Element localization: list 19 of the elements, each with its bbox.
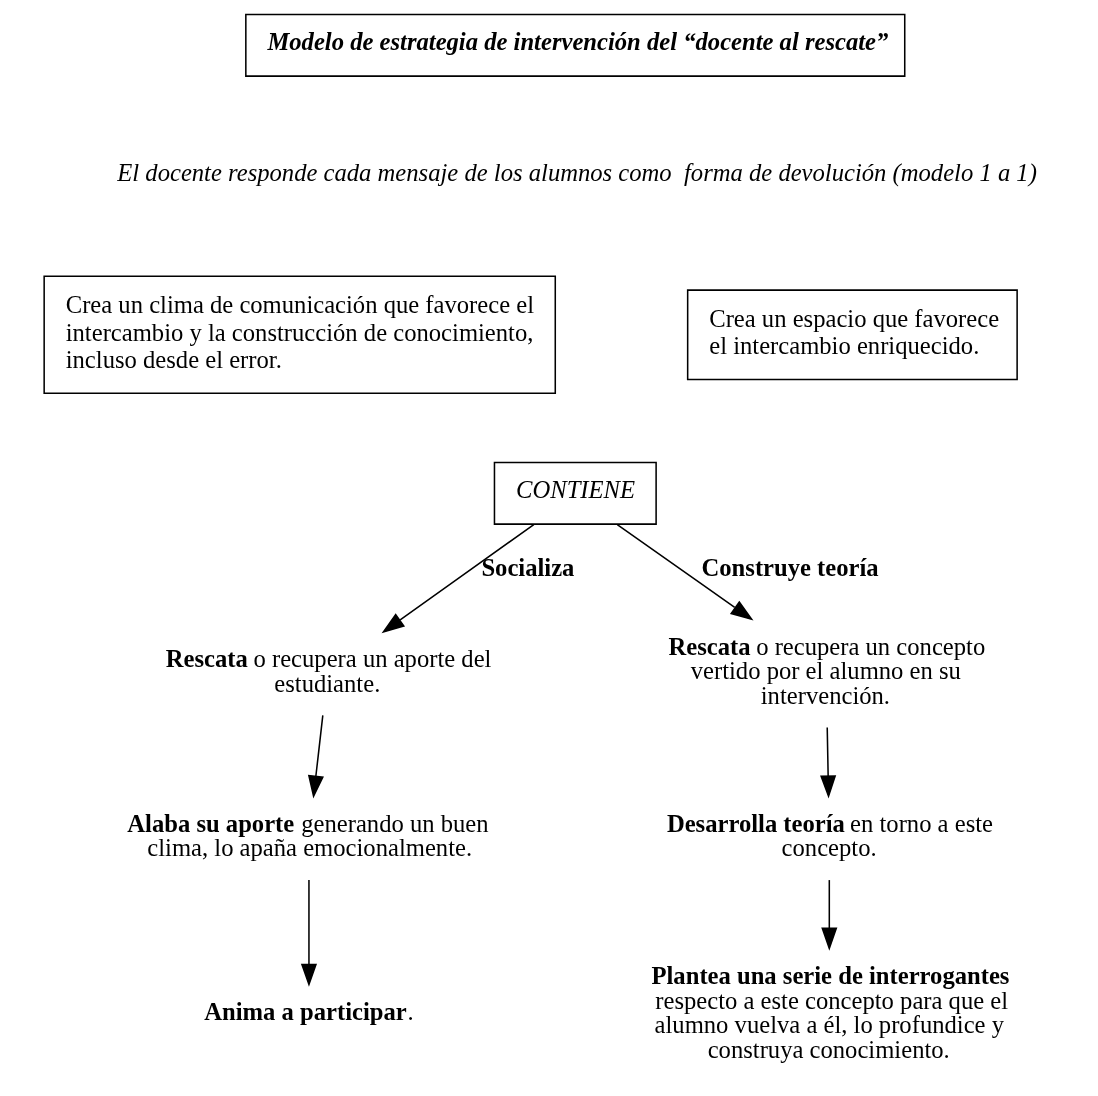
node-box: Crea un espacio que favorece el intercambio enriquecido.	[686, 289, 1018, 381]
node-text: Anima a participar.	[203, 997, 414, 1025]
node-box: Crea un clima de comunicación que favorece el intercambio y la construcción de conocimiento, incluso desde el error.	[42, 275, 556, 395]
arrow	[616, 523, 753, 621]
arrow	[381, 523, 535, 634]
edge-label: Socializa	[480, 554, 574, 582]
node-text: Desarrolla teoría en torno a este concepto.	[666, 809, 993, 862]
arrow	[300, 879, 317, 987]
edge-label: Construye teoría	[701, 554, 879, 582]
label: El docente responde cada mensaje de los alumnos como forma de devolución (modelo 1 a 1)	[116, 158, 1037, 186]
node-text: Rescata o recupera un concepto vertido por el alumno en su intervención.	[667, 632, 985, 709]
node-box: Modelo de estrategia de intervención del “docente al rescate”	[244, 13, 905, 77]
node-text: Plantea una serie de interrogantes respecto a este concepto para que el alumno vuelva a él, lo profundice y construya conocimiento.	[650, 962, 1009, 1064]
node-box: CONTIENE	[493, 461, 657, 525]
node-text: Alaba su aporte generando un buen clima, lo apaña emocionalmente.	[126, 809, 489, 862]
arrow	[819, 726, 836, 799]
arrow	[820, 879, 837, 951]
arrow	[307, 714, 324, 799]
node-text: Rescata o recupera un aporte del estudiante.	[165, 645, 491, 697]
